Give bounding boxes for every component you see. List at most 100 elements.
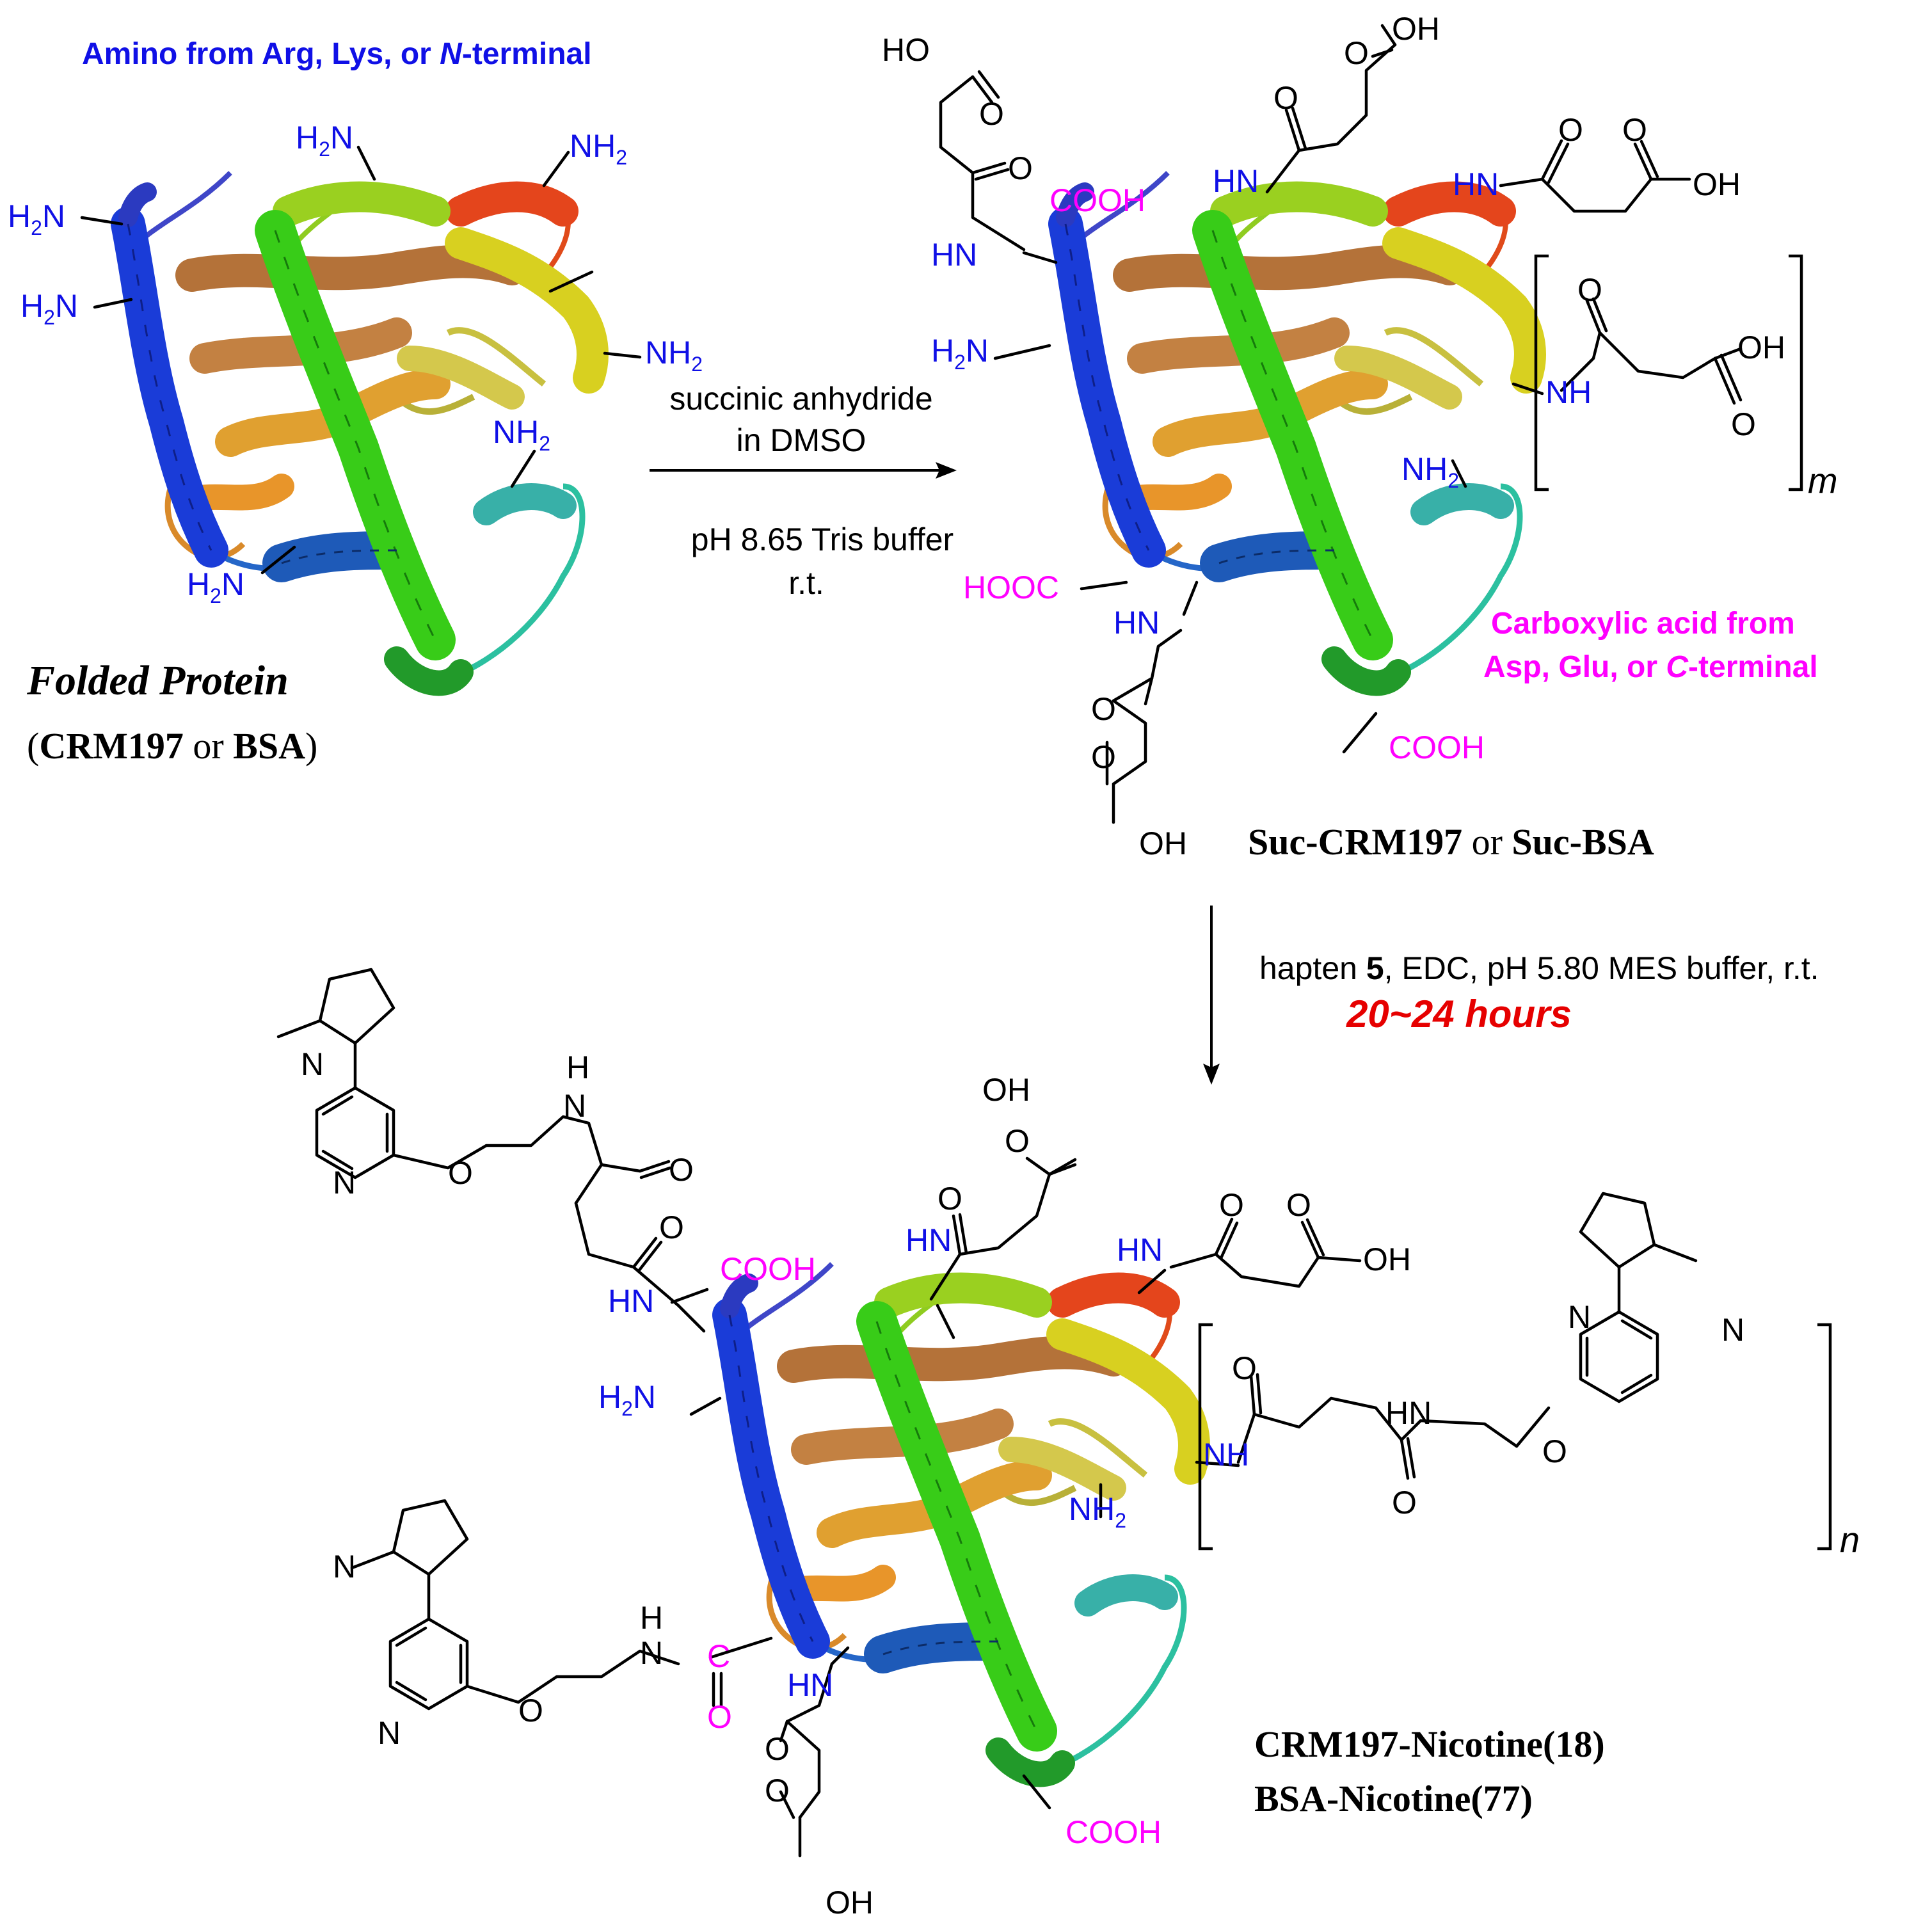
product-crm197-nicotine: CRM197-Nicotine(18) xyxy=(1254,1723,1605,1765)
linker-bonds-bottom xyxy=(392,1115,1551,1858)
step1-condition-2: r.t. xyxy=(788,565,824,601)
succinyl-chains-top xyxy=(939,24,1743,824)
svg-text:O: O xyxy=(938,1181,962,1217)
repeat-bracket-m xyxy=(1534,254,1803,491)
nicotine-head-3 xyxy=(1581,1194,1696,1401)
svg-text:H2N: H2N xyxy=(931,333,989,374)
svg-text:H2N: H2N xyxy=(296,120,353,161)
svg-text:COOH: COOH xyxy=(1065,1814,1161,1850)
svg-text:HN: HN xyxy=(1453,166,1499,202)
svg-text:HO: HO xyxy=(882,32,930,68)
svg-text:O: O xyxy=(1392,1485,1417,1521)
svg-text:NH2: NH2 xyxy=(1069,1491,1126,1532)
step1-arrow xyxy=(650,462,957,479)
svg-text:O: O xyxy=(448,1155,473,1191)
svg-text:O: O xyxy=(707,1699,732,1735)
svg-text:HN: HN xyxy=(906,1222,952,1258)
svg-text:N: N xyxy=(640,1635,663,1671)
amino-caption: Amino from Arg, Lys, or N-terminal xyxy=(82,37,592,71)
svg-text:H: H xyxy=(566,1050,589,1085)
protein-subtitle: (CRM197 or BSA) xyxy=(27,725,317,767)
svg-text:HN: HN xyxy=(1113,605,1160,641)
svg-text:OH: OH xyxy=(982,1072,1030,1108)
svg-text:O: O xyxy=(669,1152,694,1188)
svg-text:N: N xyxy=(333,1549,356,1585)
svg-text:H2N: H2N xyxy=(20,288,78,329)
svg-text:O: O xyxy=(1286,1187,1311,1223)
svg-text:NH2: NH2 xyxy=(493,414,550,455)
carboxylic-caption-1: Carboxylic acid from xyxy=(1491,607,1795,641)
svg-text:OH: OH xyxy=(1737,330,1785,365)
svg-text:O: O xyxy=(1731,406,1756,442)
svg-text:N: N xyxy=(333,1165,356,1201)
svg-text:O: O xyxy=(1219,1187,1244,1223)
repeat-subscript-n: n xyxy=(1840,1519,1860,1560)
svg-text:OH: OH xyxy=(1693,166,1741,202)
svg-text:OH: OH xyxy=(1363,1241,1411,1277)
svg-text:NH2: NH2 xyxy=(570,128,627,169)
svg-text:H2N: H2N xyxy=(187,566,244,607)
svg-text:HOOC: HOOC xyxy=(963,570,1059,605)
svg-text:O: O xyxy=(1622,112,1647,148)
atom-labels-top: HO O O HN COOH H2N O OH O HN HN O O OH O… xyxy=(882,11,1785,861)
svg-text:H: H xyxy=(640,1600,663,1636)
svg-text:COOH: COOH xyxy=(1389,730,1485,765)
svg-text:COOH: COOH xyxy=(1049,182,1145,218)
svg-text:NH: NH xyxy=(1545,374,1592,410)
svg-text:NH2: NH2 xyxy=(1401,451,1459,492)
svg-text:O: O xyxy=(765,1731,790,1767)
protein-title: Folded Protein xyxy=(26,657,289,704)
svg-text:HN: HN xyxy=(1213,163,1259,199)
svg-text:O: O xyxy=(765,1773,790,1808)
svg-text:COOH: COOH xyxy=(720,1251,816,1287)
product-bsa-nicotine: BSA-Nicotine(77) xyxy=(1254,1778,1533,1819)
svg-text:N: N xyxy=(1568,1299,1591,1335)
repeat-subscript-m: m xyxy=(1808,460,1838,500)
svg-text:O: O xyxy=(1232,1350,1257,1386)
svg-text:O: O xyxy=(1091,739,1116,775)
svg-text:N: N xyxy=(301,1046,324,1082)
svg-text:O: O xyxy=(1091,691,1116,727)
amine-bonds-start xyxy=(80,145,642,575)
svg-text:O: O xyxy=(979,96,1004,132)
svg-text:HN: HN xyxy=(1117,1232,1163,1268)
svg-text:O: O xyxy=(1005,1123,1030,1159)
atom-labels-bottom: N N O H N O O HN COOH H2N OH O O HN HN O… xyxy=(301,1046,1744,1920)
nicotine-head-1 xyxy=(278,970,394,1178)
svg-text:N: N xyxy=(1721,1312,1744,1348)
svg-text:OH: OH xyxy=(1392,11,1440,47)
svg-text:O: O xyxy=(1542,1433,1567,1469)
suc-product-label: Suc-CRM197 or Suc-BSA xyxy=(1248,821,1654,863)
svg-text:OH: OH xyxy=(1139,826,1187,861)
step1-condition-1: pH 8.65 Tris buffer xyxy=(691,522,954,557)
svg-text:HN: HN xyxy=(931,237,977,273)
step1-reagent-1: succinic anhydride xyxy=(669,381,932,417)
svg-text:O: O xyxy=(1558,112,1583,148)
repeat-bracket-n xyxy=(1198,1323,1832,1551)
svg-text:O: O xyxy=(1008,150,1033,186)
step1-reagent-2: in DMSO xyxy=(737,422,866,458)
svg-text:HN: HN xyxy=(608,1283,654,1319)
svg-text:OH: OH xyxy=(826,1885,874,1920)
svg-text:HN: HN xyxy=(1385,1395,1432,1431)
svg-text:O: O xyxy=(1577,272,1602,308)
step2-condition: hapten 5, EDC, pH 5.80 MES buffer, r.t. xyxy=(1259,950,1819,986)
step2-arrow xyxy=(1203,906,1220,1085)
svg-text:H2N: H2N xyxy=(8,198,65,239)
svg-text:O: O xyxy=(1344,35,1369,71)
svg-text:C: C xyxy=(707,1638,730,1674)
svg-text:O: O xyxy=(1273,80,1298,116)
svg-text:N: N xyxy=(378,1715,401,1751)
amine-labels-start: H2N H2N H2N NH2 NH2 NH2 H2N xyxy=(8,120,703,607)
step2-time: 20~24 hours xyxy=(1346,993,1572,1035)
svg-text:N: N xyxy=(563,1088,586,1124)
svg-text:NH2: NH2 xyxy=(645,335,703,376)
carboxylic-caption-2: Asp, Glu, or C-terminal xyxy=(1483,650,1818,684)
svg-text:HN: HN xyxy=(787,1667,833,1703)
svg-text:O: O xyxy=(659,1209,684,1245)
svg-text:O: O xyxy=(518,1693,543,1728)
svg-text:H2N: H2N xyxy=(598,1379,656,1420)
svg-text:NH: NH xyxy=(1203,1437,1249,1473)
